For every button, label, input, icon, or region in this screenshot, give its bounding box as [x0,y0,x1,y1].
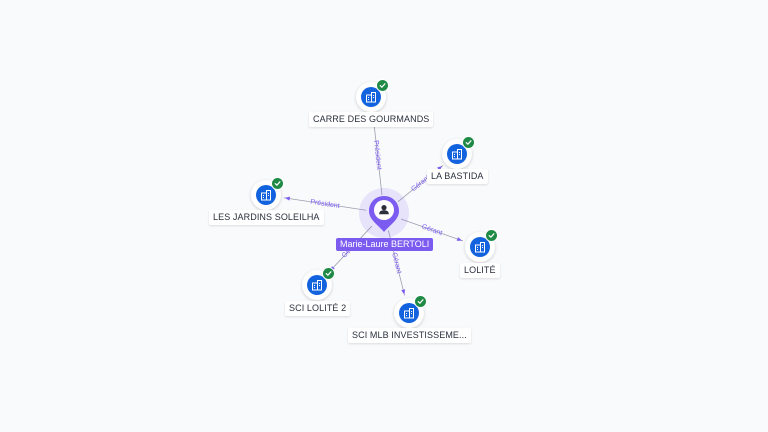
company-node[interactable] [442,136,475,169]
building-icon [307,275,327,295]
relation-role-label: Président [310,199,340,210]
relation-line [283,197,367,211]
relation-role-label: Président [372,140,382,170]
company-node[interactable] [251,177,284,210]
company-label[interactable]: LES JARDINS SOLEILHA [209,210,324,225]
relation-arrow [284,196,291,201]
verified-check-icon [322,267,335,280]
building-icon [399,303,419,323]
relation-arrow [401,289,406,295]
relation-arrow [456,237,463,241]
company-node[interactable] [302,267,335,300]
building-icon [361,87,381,107]
verified-check-icon [414,295,427,308]
verified-check-icon [462,136,475,149]
building-icon [470,237,490,257]
verified-check-icon [376,79,389,92]
company-node[interactable] [356,79,389,112]
relation-role-label: Gérant [421,223,444,237]
company-label[interactable]: SCI MLB INVESTISSEME... [348,328,471,343]
user-icon [369,196,399,232]
building-icon [447,144,467,164]
company-label[interactable]: SCI LOLITÉ 2 [285,301,351,316]
building-icon [256,185,276,205]
company-label[interactable]: CARRE DES GOURMANDS [309,112,434,127]
person-name-label[interactable]: Marie-Laure BERTOLI [336,238,434,251]
relation-arrow [437,165,443,171]
relation-line [400,218,464,242]
company-label[interactable]: LOLITÉ [460,263,500,278]
verified-check-icon [271,177,284,190]
relation-role-label: Gérant [390,252,402,275]
relation-edge: Président [283,196,367,211]
person-node[interactable] [359,188,409,238]
relation-line [372,114,383,196]
company-label[interactable]: LA BASTIDA [427,169,488,184]
company-node[interactable] [465,229,498,262]
verified-check-icon [485,229,498,242]
company-node[interactable] [394,295,427,328]
